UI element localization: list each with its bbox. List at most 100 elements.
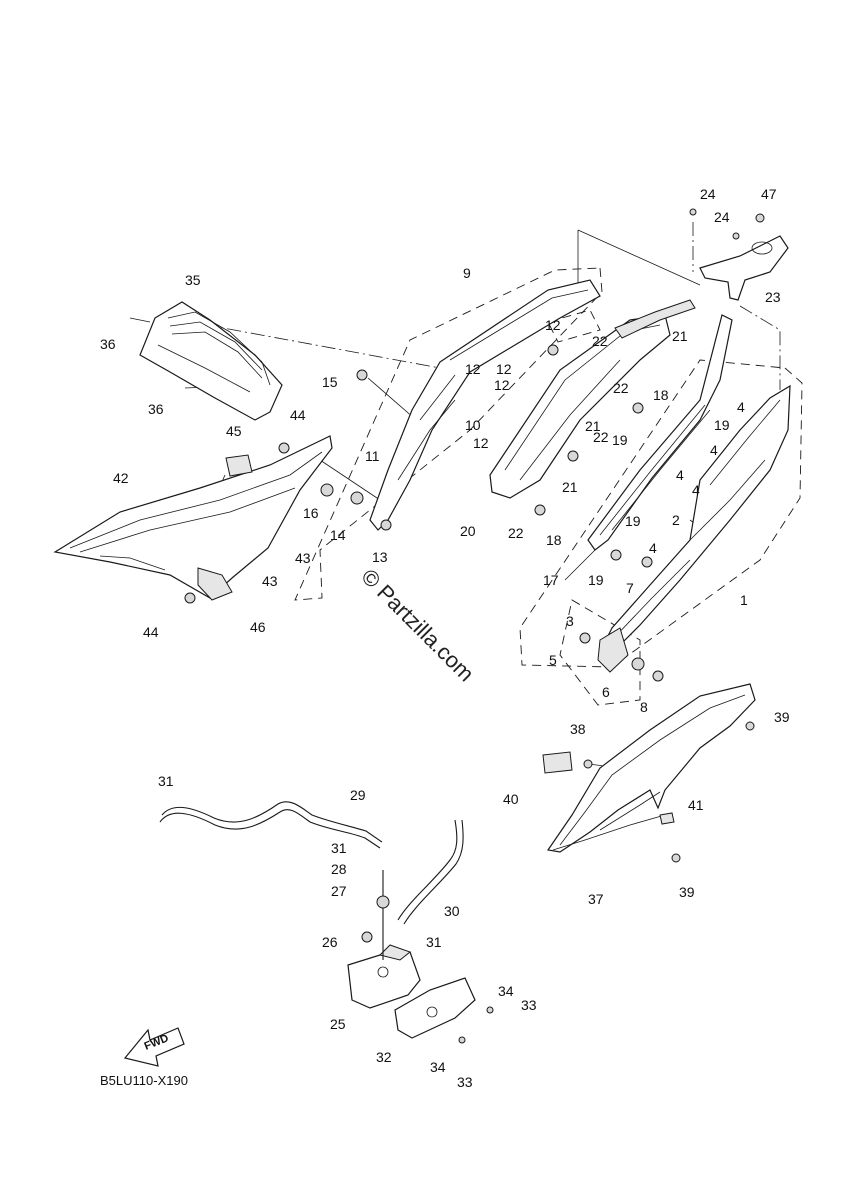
callout-41: 41 bbox=[688, 797, 704, 813]
callout-35: 35 bbox=[185, 272, 201, 288]
part-26-nut bbox=[361, 931, 373, 943]
callout-27: 27 bbox=[331, 883, 347, 899]
callout-7: 7 bbox=[626, 580, 634, 596]
callout-31b: 31 bbox=[331, 840, 347, 856]
callout-21c: 21 bbox=[562, 479, 578, 495]
callout-22d: 22 bbox=[508, 525, 524, 541]
callout-4d: 4 bbox=[692, 482, 700, 498]
outline-assembly-9 bbox=[294, 267, 603, 601]
part-1-main-cover bbox=[597, 384, 791, 673]
callout-34a: 34 bbox=[498, 983, 514, 999]
callout-1: 1 bbox=[740, 592, 748, 608]
part-40-block bbox=[542, 751, 573, 774]
callout-19a: 19 bbox=[714, 417, 730, 433]
callout-43b: 43 bbox=[262, 573, 278, 589]
callout-26: 26 bbox=[322, 934, 338, 950]
callout-38: 38 bbox=[570, 721, 586, 737]
callout-30: 30 bbox=[444, 903, 460, 919]
leader-9-top bbox=[577, 229, 701, 286]
callout-36b: 36 bbox=[148, 401, 164, 417]
callout-24b: 24 bbox=[714, 209, 730, 225]
callout-22a: 22 bbox=[592, 333, 608, 349]
callout-13: 13 bbox=[372, 549, 388, 565]
callout-44a: 44 bbox=[290, 407, 306, 423]
callout-15: 15 bbox=[322, 374, 338, 390]
callout-31c: 31 bbox=[426, 934, 442, 950]
callout-33b: 33 bbox=[457, 1074, 473, 1090]
fasteners bbox=[184, 208, 765, 1044]
callout-23: 23 bbox=[765, 289, 781, 305]
diagram-code: B5LU110-X190 bbox=[100, 1073, 188, 1088]
callout-4c: 4 bbox=[676, 467, 684, 483]
callout-37: 37 bbox=[588, 891, 604, 907]
part-29-hose bbox=[159, 801, 383, 849]
callout-16: 16 bbox=[303, 505, 319, 521]
callout-34b: 34 bbox=[430, 1059, 446, 1075]
callout-17: 17 bbox=[543, 572, 559, 588]
part-9-frame bbox=[369, 279, 601, 531]
callout-12e: 12 bbox=[473, 435, 489, 451]
callout-43a: 43 bbox=[295, 550, 311, 566]
callout-18b: 18 bbox=[546, 532, 562, 548]
leader-23-to-4 bbox=[739, 305, 781, 390]
part-17-stay bbox=[587, 314, 733, 551]
callout-21b: 21 bbox=[585, 418, 601, 434]
part-35-side-cover bbox=[139, 301, 283, 421]
leader-11 bbox=[319, 459, 381, 501]
callout-31a: 31 bbox=[158, 773, 174, 789]
fwd-arrow: FWD bbox=[123, 1027, 185, 1067]
callout-11: 11 bbox=[365, 448, 380, 464]
callout-9: 9 bbox=[463, 265, 471, 281]
part-45-damper bbox=[225, 454, 253, 477]
outline-group-12 bbox=[547, 309, 601, 343]
part-25-canister bbox=[347, 944, 421, 1009]
callout-47: 47 bbox=[761, 186, 777, 202]
callout-4e: 4 bbox=[649, 540, 657, 556]
callout-12d: 12 bbox=[494, 377, 510, 393]
part-41-clip bbox=[659, 812, 675, 825]
callout-36a: 36 bbox=[100, 336, 116, 352]
part-30-hose bbox=[397, 819, 464, 925]
part-20-inner-panel bbox=[489, 299, 696, 499]
callout-19c: 19 bbox=[625, 513, 641, 529]
callout-24a: 24 bbox=[700, 186, 716, 202]
callout-20: 20 bbox=[460, 523, 476, 539]
part-32-canister bbox=[394, 977, 476, 1039]
callout-18a: 18 bbox=[653, 387, 669, 403]
callout-33a: 33 bbox=[521, 997, 537, 1013]
callout-21a: 21 bbox=[672, 328, 688, 344]
callout-42: 42 bbox=[113, 470, 129, 486]
callout-46: 46 bbox=[250, 619, 266, 635]
watermark: © Partzilla.com bbox=[356, 564, 479, 687]
callout-40: 40 bbox=[503, 791, 519, 807]
callout-29: 29 bbox=[350, 787, 366, 803]
callout-25: 25 bbox=[330, 1016, 346, 1032]
callout-22b: 22 bbox=[613, 380, 629, 396]
callout-5: 5 bbox=[549, 652, 557, 668]
callout-19d: 19 bbox=[588, 572, 604, 588]
callout-44b: 44 bbox=[143, 624, 159, 640]
callout-6: 6 bbox=[602, 684, 610, 700]
callout-12c: 12 bbox=[496, 361, 512, 377]
callout-3: 3 bbox=[566, 613, 574, 629]
callouts: 1 2 3 4 4 4 4 4 5 6 7 8 9 10 11 12 12 12… bbox=[100, 186, 790, 1090]
callout-10: 10 bbox=[465, 417, 481, 433]
part-42-side-panel bbox=[53, 435, 333, 601]
part-37-lower-cover bbox=[546, 683, 756, 853]
callout-22c: 22 bbox=[593, 429, 609, 445]
callout-32: 32 bbox=[376, 1049, 392, 1065]
callout-14: 14 bbox=[330, 527, 346, 543]
callout-39a: 39 bbox=[774, 709, 790, 725]
callout-45: 45 bbox=[226, 423, 242, 439]
callout-28: 28 bbox=[331, 861, 347, 877]
leader-36a bbox=[129, 317, 151, 323]
callout-19b: 19 bbox=[612, 432, 628, 448]
callout-39b: 39 bbox=[679, 884, 695, 900]
part-23-rear-cover bbox=[699, 235, 789, 301]
callout-2: 2 bbox=[672, 512, 680, 528]
leader-35-to-9 bbox=[179, 319, 441, 369]
leader-17 bbox=[564, 544, 601, 581]
part-27-grommet bbox=[376, 895, 390, 909]
callout-8: 8 bbox=[640, 699, 648, 715]
